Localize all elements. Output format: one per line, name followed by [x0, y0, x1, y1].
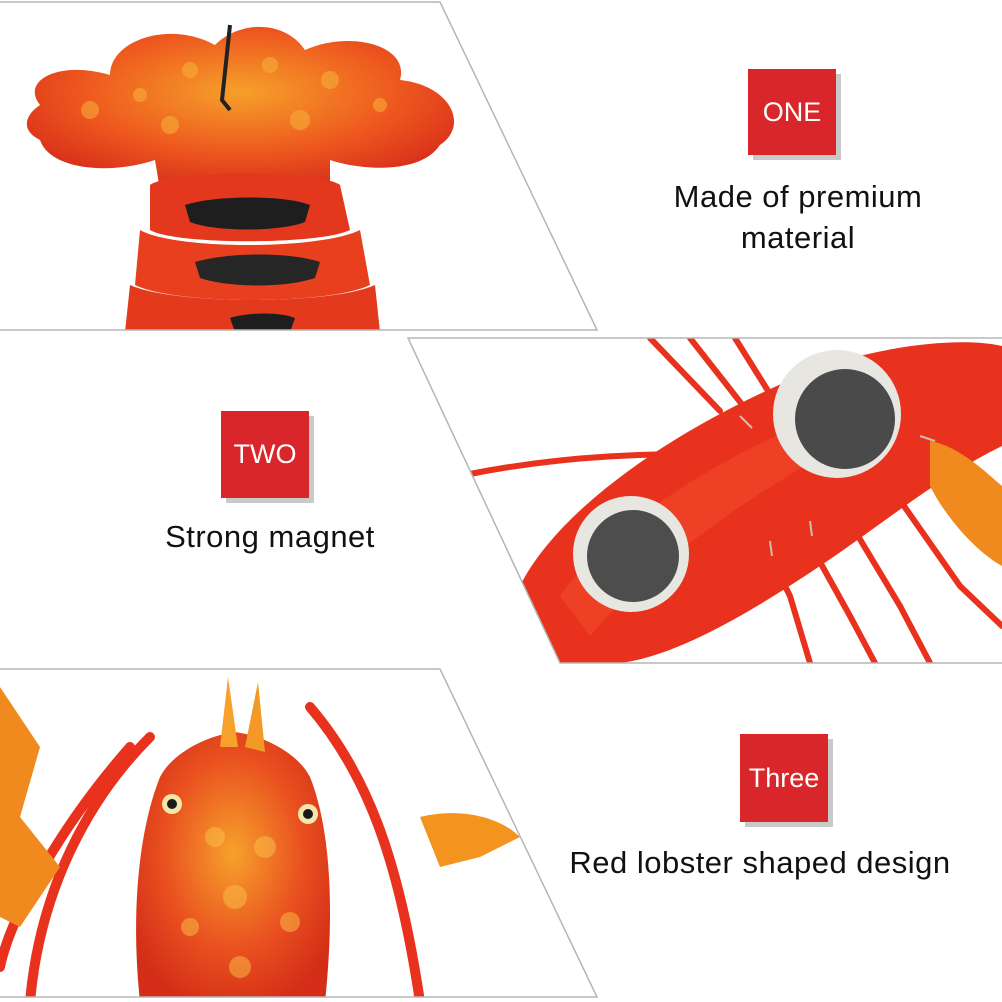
caption-one: Made of premium material — [673, 179, 923, 255]
lobster-head-photo — [0, 677, 520, 997]
feature-panel-two: TWO Strong magnet — [0, 336, 1002, 666]
badge-two: TWO — [221, 411, 309, 498]
caption-three: Red lobster shaped design — [569, 845, 951, 880]
lobster-magnet-photo — [467, 338, 1002, 663]
badge-one: ONE — [748, 69, 836, 155]
lobster-tail-photo — [26, 24, 455, 330]
caption-two: Strong magnet — [165, 519, 375, 554]
badge-three: Three — [740, 734, 828, 822]
feature-panel-one: ONE Made of premium material — [0, 0, 1002, 335]
feature-panel-three: Three Red lobster shaped design — [0, 667, 1002, 1002]
